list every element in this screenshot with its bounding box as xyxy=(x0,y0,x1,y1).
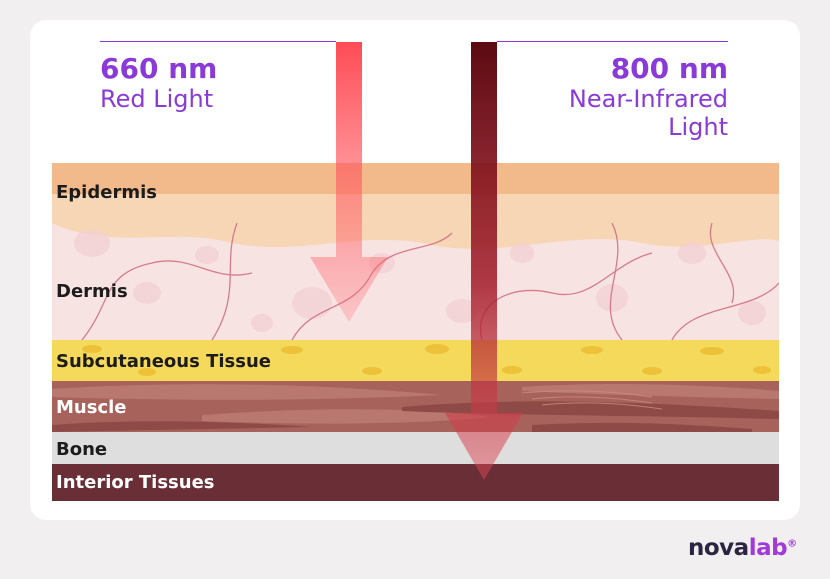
registered-mark: ® xyxy=(787,538,797,550)
red-light-label: 660 nm Red Light xyxy=(100,52,217,113)
subcutaneous-label: Subcutaneous Tissue xyxy=(56,351,271,372)
logo-part-2: lab xyxy=(748,535,788,561)
logo-part-1: nova xyxy=(688,535,749,561)
bone-layer: Bone xyxy=(52,432,779,464)
red-light-name: Red Light xyxy=(100,85,214,113)
muscle-layer: Muscle xyxy=(52,381,779,432)
muscle-label: Muscle xyxy=(56,397,127,418)
nir-light-name-line2: Light xyxy=(668,113,728,141)
novaalab-logo: novalab® xyxy=(688,535,797,561)
fat-texture xyxy=(82,344,771,376)
red-wavelength: 660 nm xyxy=(100,52,218,85)
interior-tissues-label: Interior Tissues xyxy=(56,472,215,493)
epidermis-layer: Epidermis xyxy=(52,163,779,223)
red-arrow xyxy=(310,42,388,322)
epidermis-label: Epidermis xyxy=(56,182,157,203)
bone-label: Bone xyxy=(56,439,108,460)
nir-wavelength: 800 nm xyxy=(610,52,728,85)
nir-light-name-line1: Near-Infrared xyxy=(568,85,728,113)
interior-tissues-layer: Interior Tissues xyxy=(52,464,779,501)
nir-light-label: 800 nm Near-Infrared Light xyxy=(569,52,728,141)
subcutaneous-layer: Subcutaneous Tissue xyxy=(52,340,779,381)
dermis-label: Dermis xyxy=(56,281,128,302)
nir-arrow xyxy=(445,42,523,480)
